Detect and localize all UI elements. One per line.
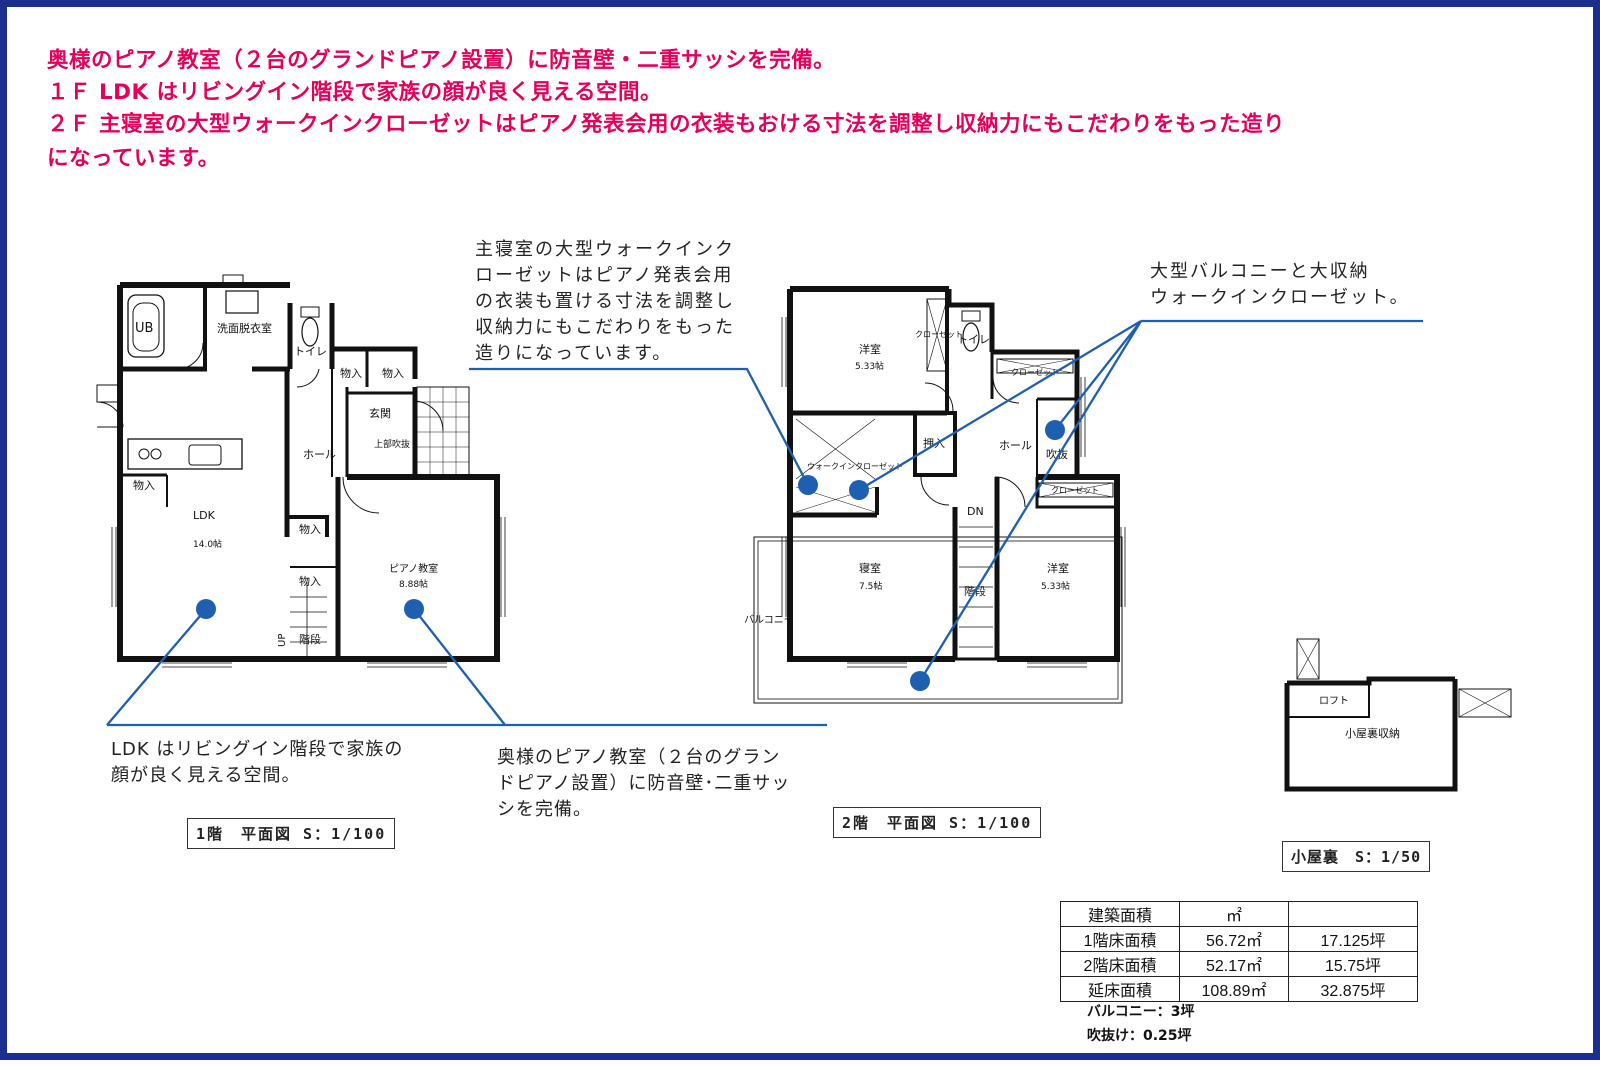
label-youshitsu1: 洋室 bbox=[859, 342, 881, 356]
table-cell: 108.89㎡ bbox=[1179, 976, 1289, 1002]
area-table: 建築面積 ㎡ 1階床面積 56.72㎡ 17.125坪 2階床面積 52.17㎡… bbox=[1060, 901, 1418, 1002]
table-cell: 延床面積 bbox=[1060, 976, 1180, 1002]
label-closet2: クローゼット bbox=[1011, 367, 1059, 377]
label-hall-2f: ホール bbox=[999, 439, 1032, 452]
note-closet: 主寝室の大型ウォークインク ローゼットはピアノ発表会用 の衣装も置ける寸法を調整… bbox=[475, 237, 735, 367]
floor2-labels: 洋室 5.33帖 クローゼット トイレ クローゼット 押入 ホール 吹抜 ウォー… bbox=[744, 329, 1099, 626]
label-oshiire: 押入 bbox=[923, 436, 945, 450]
label-shinshitsu-size: 7.5帖 bbox=[859, 580, 882, 592]
scale-attic: 小屋裏 S：1/50 bbox=[1282, 841, 1431, 872]
leader-lines bbox=[106, 319, 1423, 727]
label-joubu: 上部吹抜 bbox=[374, 438, 410, 450]
headline-line-2: １Ｆ LDK はリビングイン階段で家族の顔が良く見える空間。 bbox=[47, 80, 663, 105]
label-genkan: 玄関 bbox=[369, 406, 391, 420]
label-wic: ウォークインクローゼット bbox=[807, 461, 903, 471]
table-cell: 17.125坪 bbox=[1288, 926, 1418, 952]
table-cell: 建築面積 bbox=[1060, 901, 1180, 927]
markers bbox=[196, 420, 1065, 691]
table-cell bbox=[1288, 901, 1418, 927]
label-piano-size: 8.88帖 bbox=[399, 578, 428, 590]
marker-piano bbox=[404, 599, 424, 619]
label-stairs-1f: 階段 bbox=[299, 632, 321, 646]
label-shinshitsu: 寝室 bbox=[859, 561, 881, 575]
scale-floor1: 1階 平面図 S：1/100 bbox=[187, 818, 396, 849]
leader-closet bbox=[469, 367, 810, 486]
leader-balcony-b bbox=[1054, 320, 1142, 431]
label-attic-storage: 小屋裏収納 bbox=[1345, 726, 1400, 740]
leader-ldk bbox=[106, 608, 207, 726]
label-ub: UB bbox=[135, 321, 153, 336]
note-closet-line: 収納力にもこだわりをもった bbox=[475, 317, 735, 338]
floor-plan-drawing: UB 洗面脱衣室 トイレ 物入 物入 玄関 上部吹抜 ホール 物入 LDK 14… bbox=[96, 274, 1512, 792]
note-balcony: 大型バルコニーと大収納 ウォークインクローゼット。 bbox=[1150, 259, 1410, 311]
label-youshitsu2-size: 5.33帖 bbox=[1041, 580, 1070, 592]
label-mono3: 物入 bbox=[299, 522, 321, 536]
label-mono4: 物入 bbox=[299, 574, 321, 588]
label-mono2: 物入 bbox=[382, 366, 404, 380]
note-ldk-line: LDK はリビングイン階段で家族の bbox=[111, 739, 404, 760]
floor1-plan bbox=[96, 274, 506, 668]
note-piano-line: シを完備。 bbox=[497, 799, 592, 820]
marker-closet bbox=[798, 475, 818, 495]
note-piano-line: ドピアノ設置）に防音壁･二重サッ bbox=[497, 773, 791, 794]
marker-fukinuke bbox=[1045, 420, 1065, 440]
headline-line-4: になっています。 bbox=[47, 146, 220, 171]
table-row: 延床面積 108.89㎡ 32.875坪 bbox=[1060, 976, 1418, 1002]
label-loft: ロフト bbox=[1319, 696, 1349, 707]
table-cell: 2階床面積 bbox=[1060, 951, 1180, 977]
note-ldk-line: 顔が良く見える空間。 bbox=[111, 765, 301, 786]
label-senmen: 洗面脱衣室 bbox=[217, 321, 272, 335]
label-toilet-2f: トイレ bbox=[957, 333, 990, 346]
label-mono-kitchen: 物入 bbox=[133, 478, 155, 492]
label-toilet: トイレ bbox=[294, 345, 327, 358]
headline-line-1: 奥様のピアノ教室（２台のグランドピアノ設置）に防音壁・二重サッシを完備。 bbox=[47, 48, 836, 73]
marker-wic bbox=[849, 480, 869, 500]
label-mono1: 物入 bbox=[340, 366, 362, 380]
leader-balcony-c bbox=[919, 320, 1142, 682]
table-row: 2階床面積 52.17㎡ 15.75坪 bbox=[1060, 951, 1418, 977]
label-closet1: クローゼット bbox=[915, 329, 963, 339]
headline-line-3: ２Ｆ 主寝室の大型ウォークインクローゼットはピアノ発表会用の衣装もおける寸法を調… bbox=[47, 112, 1286, 137]
table-row: 1階床面積 56.72㎡ 17.125坪 bbox=[1060, 926, 1418, 952]
footnote-fukinuke: 吹抜け：0.25坪 bbox=[1087, 1028, 1192, 1044]
leader-piano bbox=[413, 608, 506, 726]
label-youshitsu2: 洋室 bbox=[1047, 561, 1069, 575]
marker-balcony bbox=[910, 671, 930, 691]
table-cell: 32.875坪 bbox=[1288, 976, 1418, 1002]
table-cell: ㎡ bbox=[1179, 901, 1289, 927]
floor1-labels: UB 洗面脱衣室 トイレ 物入 物入 玄関 上部吹抜 ホール 物入 LDK 14… bbox=[133, 321, 438, 647]
table-cell: 56.72㎡ bbox=[1179, 926, 1289, 952]
attic-labels: ロフト 小屋裏収納 bbox=[1319, 696, 1400, 740]
label-balcony: バルコニー bbox=[744, 614, 794, 626]
table-cell: 15.75坪 bbox=[1288, 951, 1418, 977]
note-closet-line: 主寝室の大型ウォークインク bbox=[475, 239, 735, 260]
note-piano-line: 奥様のピアノ教室（２台のグラン bbox=[497, 747, 781, 768]
note-ldk: LDK はリビングイン階段で家族の 顔が良く見える空間。 bbox=[111, 737, 403, 789]
leader-balcony-a bbox=[858, 320, 1142, 491]
note-closet-line: ローゼットはピアノ発表会用 bbox=[475, 265, 734, 286]
marker-ldk bbox=[196, 599, 216, 619]
table-cell: 52.17㎡ bbox=[1179, 951, 1289, 977]
note-piano: 奥様のピアノ教室（２台のグラン ドピアノ設置）に防音壁･二重サッ シを完備。 bbox=[497, 745, 790, 823]
label-piano: ピアノ教室 bbox=[389, 562, 438, 575]
label-up: UP bbox=[277, 634, 288, 647]
note-balcony-line: ウォークインクローゼット。 bbox=[1150, 287, 1410, 308]
label-dn: DN bbox=[967, 505, 984, 518]
label-hall: ホール bbox=[303, 448, 336, 461]
note-closet-line: 造りになっています。 bbox=[475, 343, 673, 364]
floor2-plan bbox=[753, 286, 1126, 704]
label-youshitsu1-size: 5.33帖 bbox=[855, 360, 884, 372]
note-balcony-line: 大型バルコニーと大収納 bbox=[1150, 261, 1370, 282]
area-table-header: 建築面積 ㎡ bbox=[1060, 901, 1418, 927]
note-closet-line: の衣装も置ける寸法を調整し bbox=[475, 291, 735, 312]
label-ldk: LDK bbox=[193, 509, 216, 522]
label-ldk-size: 14.0帖 bbox=[193, 538, 222, 550]
label-closet3: クローゼット bbox=[1051, 485, 1099, 495]
table-cell: 1階床面積 bbox=[1060, 926, 1180, 952]
footnote-balcony: バルコニー：3坪 bbox=[1087, 1004, 1195, 1020]
attic-plan bbox=[1284, 638, 1512, 792]
scale-floor2: 2階 平面図 S：1/100 bbox=[833, 807, 1042, 838]
